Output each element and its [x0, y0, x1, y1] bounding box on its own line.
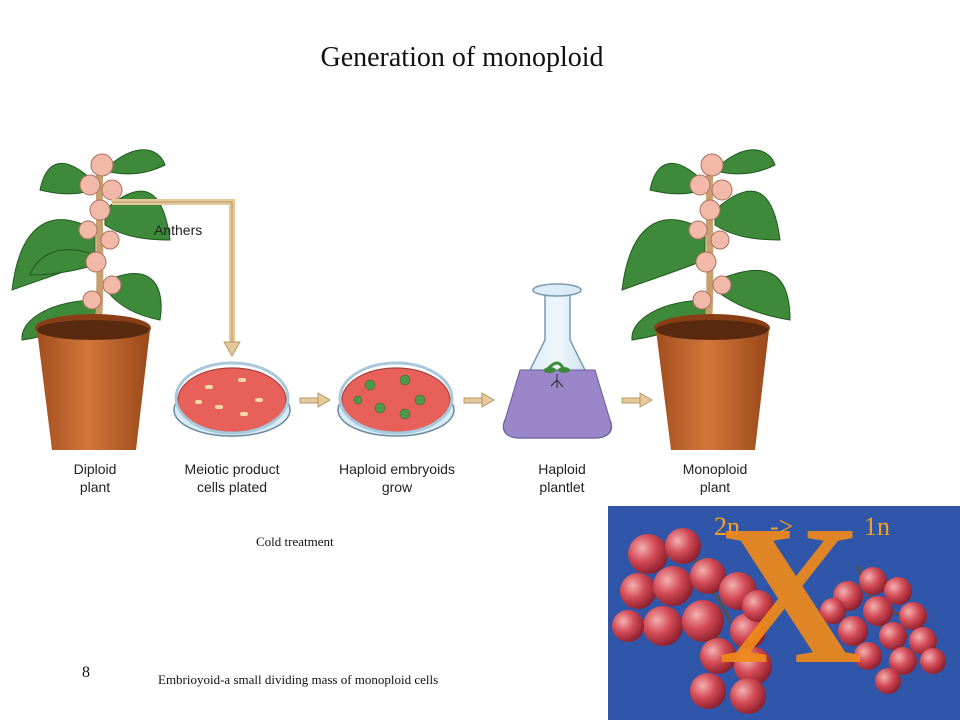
cold-treatment-note: Cold treatment — [256, 534, 334, 549]
petri-dish-embryoids — [337, 361, 455, 437]
anthers-label: Anthers — [154, 222, 203, 238]
slide-number: 8 — [82, 664, 90, 681]
process-arrow-2 — [463, 392, 495, 408]
meiotic-cells-label: Meiotic product cells plated — [184, 461, 280, 495]
diploid-plant-label: Diploid plant — [73, 461, 117, 495]
haploid-plantlet-label: Haploid plantlet — [538, 461, 586, 495]
cross-mark: X — [718, 506, 863, 706]
ploidy-to: 1n — [864, 512, 890, 541]
embryoid-definition-note: Embrioyoid-a small dividing mass of mono… — [158, 672, 439, 687]
flask-plantlet — [502, 283, 613, 439]
ploidy-arrow: -> — [770, 512, 794, 541]
grape-photo-panel: 2n -> 1n X — [608, 506, 960, 720]
diploid-plant-illustration — [11, 149, 171, 450]
monoploid-plant-illustration — [621, 149, 791, 450]
process-arrow-3 — [621, 392, 653, 408]
red-grapes-image — [612, 528, 946, 714]
page-title: Generation of monoploid — [320, 42, 604, 73]
petri-dish-meiotic — [173, 361, 291, 437]
process-arrow-1 — [299, 392, 331, 408]
monoploid-plant-label: Monoploid plant — [682, 461, 748, 495]
haploid-embryoids-label: Haploid embryoids grow — [339, 461, 455, 495]
ploidy-from: 2n — [714, 512, 740, 541]
